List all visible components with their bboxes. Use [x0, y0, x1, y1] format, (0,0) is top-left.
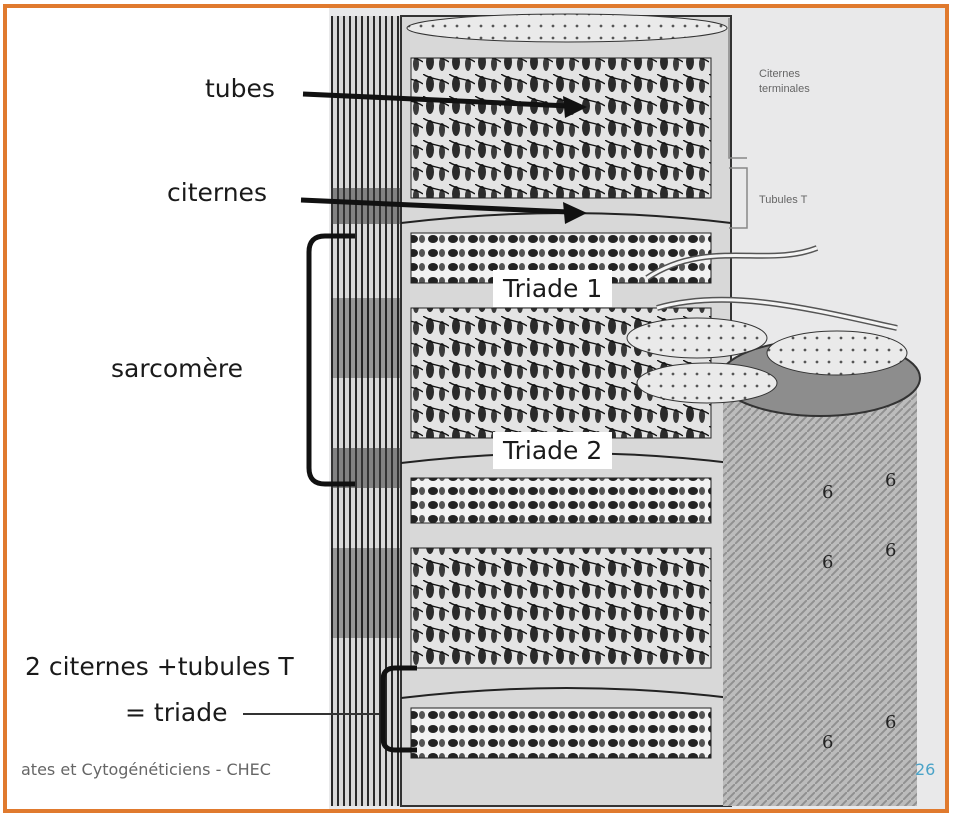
svg-text:6: 6 — [885, 712, 896, 733]
tubes-label: tubes — [205, 74, 275, 103]
triade-definition-line1: 2 citernes +tubules T — [25, 652, 294, 681]
svg-text:6: 6 — [822, 482, 833, 503]
slide-page-number: 26 — [915, 760, 935, 779]
svg-text:6: 6 — [822, 732, 833, 753]
muscle-fiber-illustration: 6 6 6 6 6 6 — [7, 8, 945, 809]
citernes-terminales-label-line1: Citernes — [759, 68, 800, 80]
citernes-terminales-label-line2: terminales — [759, 83, 810, 95]
svg-text:6: 6 — [885, 470, 896, 491]
svg-text:6: 6 — [822, 552, 833, 573]
slide-frame: 6 6 6 6 6 6 tubes citernes sarcomère Tri… — [3, 4, 949, 813]
triade-definition-line2: = triade — [125, 698, 228, 727]
sarcomere-label: sarcomère — [111, 354, 243, 383]
myofibril-column — [331, 16, 401, 806]
triade-1-label: Triade 1 — [493, 270, 612, 307]
triade-2-label: Triade 2 — [493, 432, 612, 469]
footer-text: ates et Cytogénéticiens - CHEC — [21, 760, 271, 779]
svg-text:6: 6 — [885, 540, 896, 561]
tubules-t-label: Tubules T — [759, 194, 807, 206]
sarcoplasmic-reticulum-column — [401, 14, 731, 806]
citernes-label: citernes — [167, 178, 267, 207]
